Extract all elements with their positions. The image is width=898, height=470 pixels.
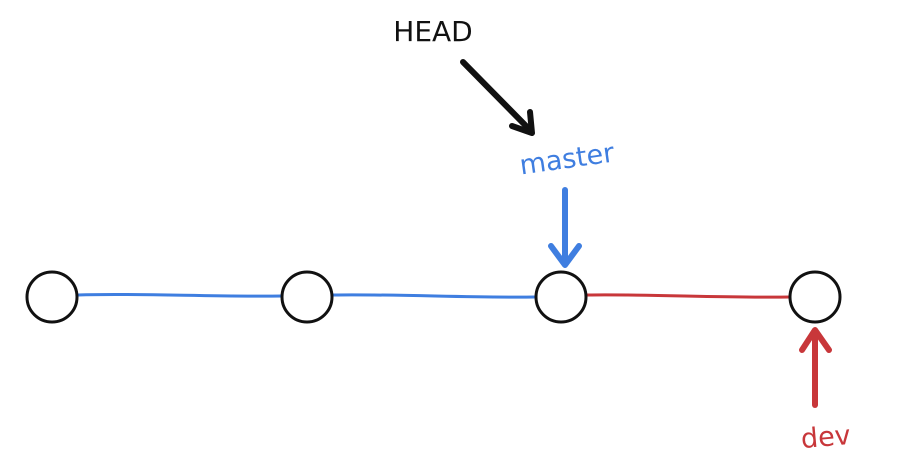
- head-label: HEAD: [393, 15, 472, 48]
- master-branch-label: master: [518, 137, 617, 181]
- dev-arrow: [799, 327, 832, 408]
- dev-branch-label: dev: [800, 420, 852, 455]
- commit-node-4: [788, 270, 842, 324]
- edge-c2-c3: [331, 293, 537, 299]
- master-arrow: [548, 187, 582, 268]
- edge-c3-c4: [585, 293, 792, 299]
- commit-node-1: [25, 270, 79, 324]
- edge-c1-c2: [76, 292, 284, 298]
- commit-node-3: [534, 270, 588, 324]
- head-arrow: [460, 59, 535, 136]
- commit-node-2: [280, 270, 334, 324]
